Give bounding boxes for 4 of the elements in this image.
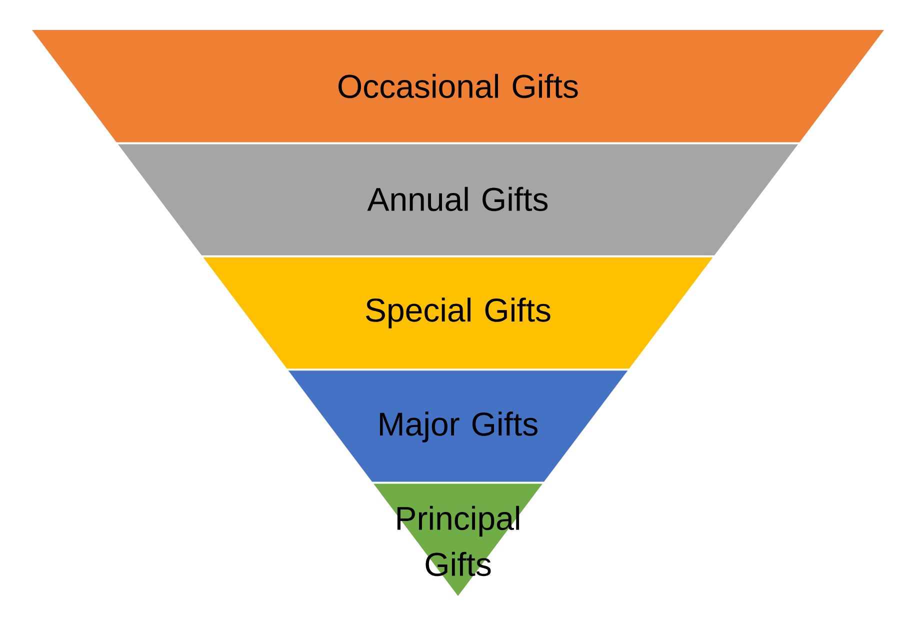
funnel-band: Special Gifts	[203, 257, 713, 369]
funnel-band: Annual Gifts	[118, 144, 798, 256]
funnel-band: Occasional Gifts	[32, 30, 884, 142]
funnel-band: Major Gifts	[288, 370, 628, 482]
